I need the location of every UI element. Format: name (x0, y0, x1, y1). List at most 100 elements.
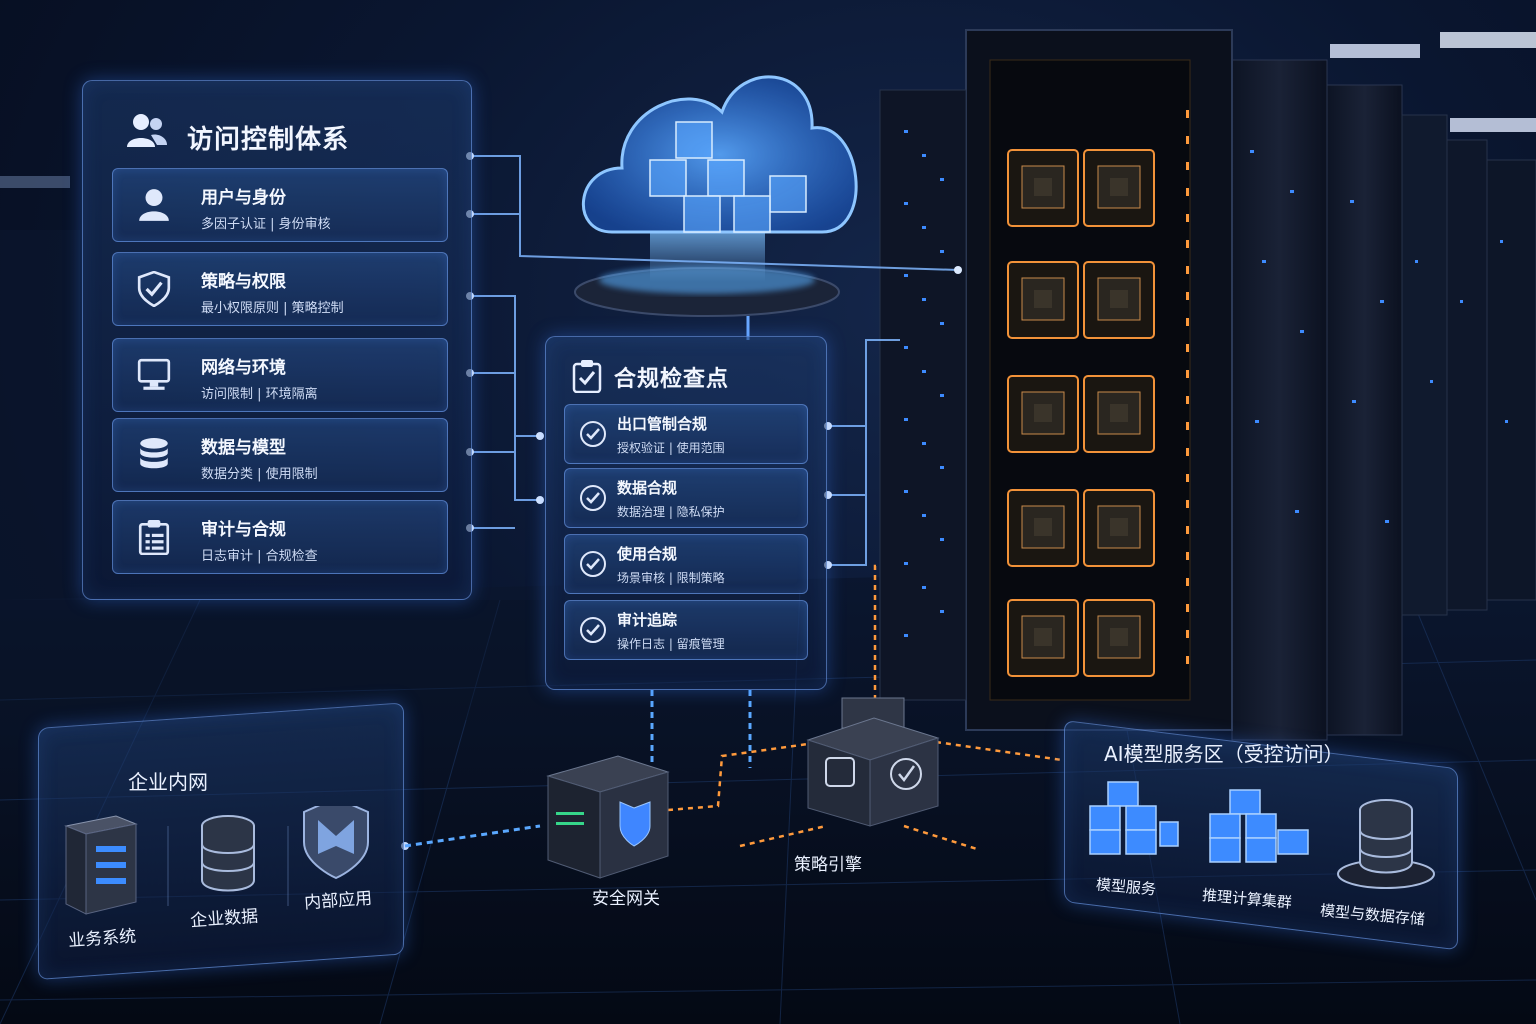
rack-led (1186, 214, 1189, 222)
policy-engine-label: 策略引擎 (794, 855, 862, 875)
clipboard-icon (138, 520, 170, 555)
rack-led (1186, 448, 1189, 456)
access-item-title: 网络与环境 (201, 358, 286, 378)
background-racks-left (0, 230, 560, 720)
cloud-icon (574, 75, 858, 340)
gpu-module (1007, 489, 1079, 567)
server-racks-right (1231, 59, 1536, 741)
compliance-item-title: 使用合规 (617, 545, 678, 563)
rack-led (904, 634, 908, 637)
rack-led (904, 490, 908, 493)
access-item-3: 网络与环境访问限制 | 环境隔离 (112, 338, 448, 412)
rack-led (940, 250, 944, 253)
intranet-title: 企业内网 (128, 770, 208, 794)
gpu-module (1083, 375, 1155, 453)
rack-led (940, 322, 944, 325)
rack-led (940, 466, 944, 469)
intranet-icons (64, 806, 369, 915)
rack-led (1186, 422, 1189, 430)
inference-cluster-cubes-icon (1209, 789, 1309, 863)
rack-led (922, 442, 926, 445)
rack-led (1186, 370, 1189, 378)
gpu-module (1007, 149, 1079, 227)
rack-led (1186, 292, 1189, 300)
check-circle-icon (580, 551, 606, 577)
compliance-item-title: 数据合规 (617, 479, 678, 497)
app-shield-icon (303, 806, 369, 880)
rack-led (1186, 526, 1189, 534)
ai-zone-icons (1089, 781, 1435, 889)
compliance-item-subtitle: 授权验证 | 使用范围 (617, 441, 725, 455)
rack-led (922, 226, 926, 229)
rack-led (1186, 396, 1189, 404)
rack-led (1186, 578, 1189, 586)
gpu-module (1007, 375, 1079, 453)
compliance-item-1: 出口管制合规授权验证 | 使用范围 (564, 404, 808, 464)
gpu-module (1083, 261, 1155, 339)
rack-led (922, 514, 926, 517)
access-item-title: 审计与合规 (201, 520, 286, 540)
database-icon (140, 438, 168, 469)
check-circle-icon (580, 485, 606, 511)
model-service-cubes-icon (1089, 781, 1179, 855)
gpu-module (1007, 261, 1079, 339)
rack-led (1186, 162, 1189, 170)
rack-side-leds (904, 110, 1189, 664)
rack-led (940, 610, 944, 613)
user-icon (139, 189, 169, 221)
intranet-item-business-system: 业务系统 (67, 926, 137, 952)
users-icon (127, 114, 167, 147)
intranet-item-internal-app: 内部应用 (303, 888, 373, 914)
rack-led (940, 538, 944, 541)
compliance-item-subtitle: 操作日志 | 留痕管理 (617, 637, 725, 651)
rack-led (904, 130, 908, 133)
access-item-4: 数据与模型数据分类 | 使用限制 (112, 418, 448, 492)
compliance-item-subtitle: 场景审核 | 限制策略 (617, 571, 725, 585)
rack-led (922, 586, 926, 589)
ceiling-lights (0, 32, 1536, 188)
intranet-gateway-link (404, 690, 752, 848)
rack-led (1186, 188, 1189, 196)
rack-led (940, 394, 944, 397)
gpu-module (1083, 489, 1155, 567)
rack-led (904, 418, 908, 421)
rack-led (1186, 552, 1189, 560)
gpu-module (1083, 599, 1155, 677)
check-circle-icon (580, 617, 606, 643)
rack-led (1186, 136, 1189, 144)
database-icon (201, 815, 255, 892)
gpu-modules (1007, 149, 1155, 677)
server-icon (64, 815, 138, 915)
rack-led (904, 346, 908, 349)
access-item-subtitle: 访问限制 | 环境隔离 (201, 387, 318, 402)
rack-led (904, 274, 908, 277)
access-item-2: 策略与权限最小权限原则 | 策略控制 (112, 252, 448, 326)
compliance-item-title: 审计追踪 (617, 611, 678, 629)
rack-led (1186, 604, 1189, 612)
access-item-subtitle: 多因子认证 | 身份审核 (201, 217, 331, 232)
rack-led (1186, 630, 1189, 638)
storage-database-icon (1337, 799, 1435, 889)
access-control-title: 访问控制体系 (187, 125, 350, 155)
access-connectors (470, 155, 959, 566)
rack-led (904, 202, 908, 205)
rack-led (1186, 318, 1189, 326)
compliance-item-3: 使用合规场景审核 | 限制策略 (564, 534, 808, 594)
rack-led (1186, 344, 1189, 352)
monitor-icon (137, 358, 171, 390)
rack-led (1186, 656, 1189, 664)
access-item-title: 策略与权限 (201, 272, 286, 292)
clipboard-check-icon (572, 360, 602, 393)
access-item-subtitle: 最小权限原则 | 策略控制 (201, 301, 344, 316)
gpu-module (1083, 149, 1155, 227)
intranet-item-enterprise-data: 企业数据 (189, 906, 259, 932)
policy-engine-links (667, 564, 1063, 852)
gpu-module (1007, 599, 1079, 677)
access-item-subtitle: 日志审计 | 合规检查 (201, 549, 318, 564)
rack-led (922, 370, 926, 373)
rack-led (1186, 110, 1189, 118)
access-item-title: 数据与模型 (201, 438, 286, 458)
ai-zone-title: AI模型服务区（受控访问） (1104, 742, 1344, 766)
